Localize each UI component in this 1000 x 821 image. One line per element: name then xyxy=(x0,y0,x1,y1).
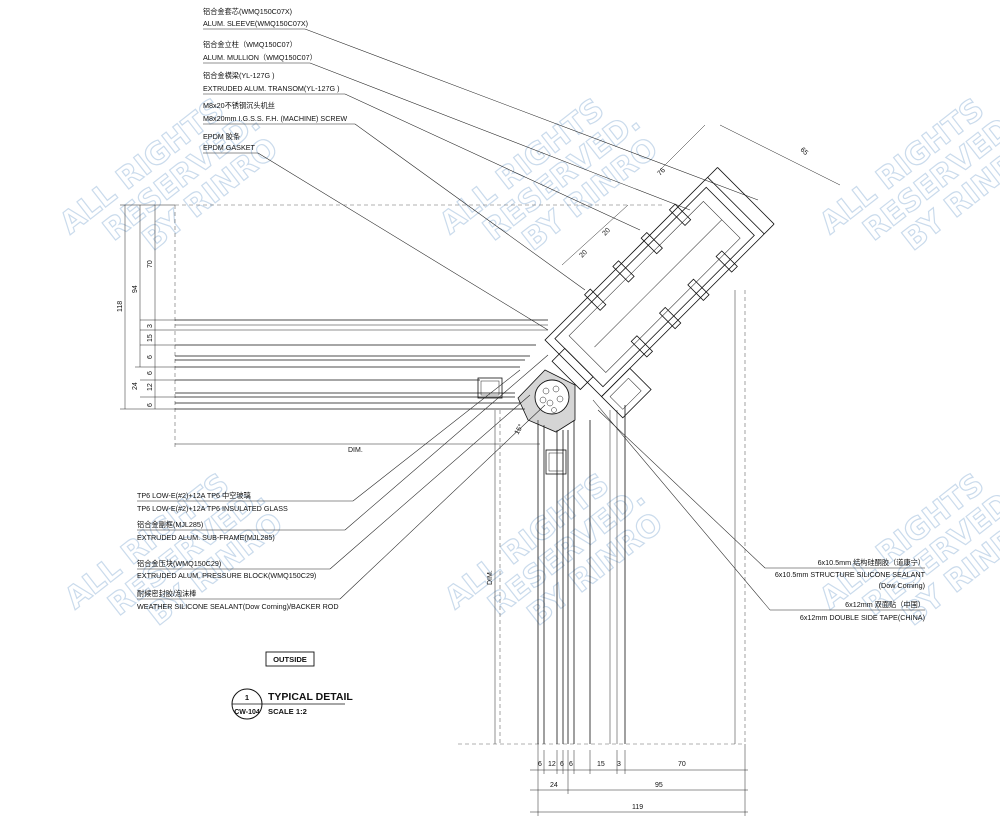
svg-text:ALUM. SLEEVE(WMQ150C07X): ALUM. SLEEVE(WMQ150C07X) xyxy=(203,19,308,28)
svg-text:EXTRUDED ALUM. TRANSOM(YL-127G: EXTRUDED ALUM. TRANSOM(YL-127G ) xyxy=(203,84,339,93)
svg-text:6: 6 xyxy=(147,371,154,375)
svg-text:TYPICAL DETAIL: TYPICAL DETAIL xyxy=(268,691,353,703)
svg-text:TP6 LOW-E(#2)+12A TP6 INSULATE: TP6 LOW-E(#2)+12A TP6 INSULATED GLASS xyxy=(137,504,288,513)
svg-text:3: 3 xyxy=(617,761,621,768)
svg-text:15°: 15° xyxy=(513,423,525,436)
svg-text:6x10.5mm 结构硅酮胶（道康宁）: 6x10.5mm 结构硅酮胶（道康宁） xyxy=(818,558,925,567)
dims-left: 118 94 70 3 15 6 6 12 24 6 xyxy=(117,204,175,410)
svg-text:15: 15 xyxy=(147,334,154,342)
leaders-right xyxy=(592,399,771,611)
svg-text:(Dow Corning): (Dow Corning) xyxy=(879,581,925,590)
detail-tag: 1 CW-104 TYPICAL DETAIL SCALE 1:2 xyxy=(231,688,353,720)
svg-text:6: 6 xyxy=(560,761,564,768)
dim-horizontal: DIM. xyxy=(175,443,540,454)
svg-text:铝合金立柱（WMQ150C07）: 铝合金立柱（WMQ150C07） xyxy=(203,40,297,49)
leaders-left xyxy=(329,354,549,600)
svg-text:95: 95 xyxy=(655,782,663,789)
svg-text:EPDM 胶条: EPDM 胶条 xyxy=(203,132,240,141)
left-glass-wall xyxy=(174,204,665,450)
mullion-section xyxy=(544,167,775,419)
svg-text:SCALE 1:2: SCALE 1:2 xyxy=(268,707,307,716)
callouts-left: TP6 LOW-E(#2)+12A TP6 中空玻璃 TP6 LOW-E(#2)… xyxy=(137,491,353,611)
svg-text:6: 6 xyxy=(538,761,542,768)
svg-text:DIM.: DIM. xyxy=(487,570,494,585)
svg-text:119: 119 xyxy=(632,804,643,811)
svg-text:3: 3 xyxy=(147,324,154,328)
svg-text:15: 15 xyxy=(597,761,605,768)
svg-text:94: 94 xyxy=(132,285,139,293)
leaders-top xyxy=(257,28,759,331)
svg-text:WEATHER SILICONE SEALANT(Dow C: WEATHER SILICONE SEALANT(Dow Corning)/BA… xyxy=(137,602,339,611)
svg-text:6: 6 xyxy=(569,761,573,768)
svg-text:12: 12 xyxy=(147,383,154,391)
outside-label: OUTSIDE xyxy=(265,651,315,667)
callouts-right: 6x10.5mm 结构硅酮胶（道康宁） 6x10.5mm STRUCTURE S… xyxy=(765,558,926,622)
svg-text:70: 70 xyxy=(678,761,686,768)
svg-text:24: 24 xyxy=(550,782,558,789)
svg-text:CW-104: CW-104 xyxy=(234,709,260,716)
svg-text:铝合金套芯(WMQ150C07X): 铝合金套芯(WMQ150C07X) xyxy=(203,7,292,16)
watermark: ALL RIGHTS RESERVED. BY RINRO ALL RIGHTS… xyxy=(53,91,1000,633)
svg-text:118: 118 xyxy=(117,301,124,312)
svg-text:ALUM. MULLION（WMQ150C07）: ALUM. MULLION（WMQ150C07） xyxy=(203,53,317,62)
dims-top: 20 20 76 65 xyxy=(561,124,841,266)
svg-text:6: 6 xyxy=(147,355,154,359)
svg-text:M8x20不锈钢沉头机丝: M8x20不锈钢沉头机丝 xyxy=(203,101,275,110)
svg-text:12: 12 xyxy=(548,761,556,768)
svg-text:铝合金副框(MJL285): 铝合金副框(MJL285) xyxy=(137,520,203,529)
svg-text:DIM.: DIM. xyxy=(348,447,363,454)
dims-bottom: 6 12 6 6 15 3 70 24 95 119 xyxy=(530,744,748,816)
right-glass-wall xyxy=(458,290,746,745)
svg-text:24: 24 xyxy=(132,382,139,390)
svg-text:65: 65 xyxy=(799,146,810,157)
svg-text:6x12mm 双面贴（中国）: 6x12mm 双面贴（中国） xyxy=(845,600,925,609)
svg-text:EXTRUDED ALUM. PRESSURE BLOCK(: EXTRUDED ALUM. PRESSURE BLOCK(WMQ150C29) xyxy=(137,571,316,580)
svg-text:OUTSIDE: OUTSIDE xyxy=(273,655,307,664)
svg-text:TP6 LOW-E(#2)+12A TP6 中空玻璃: TP6 LOW-E(#2)+12A TP6 中空玻璃 xyxy=(137,491,251,500)
svg-text:6x12mm DOUBLE SIDE TAPE(CHINA): 6x12mm DOUBLE SIDE TAPE(CHINA) xyxy=(800,613,925,622)
svg-text:铝合金横梁(YL-127G ): 铝合金横梁(YL-127G ) xyxy=(203,71,275,80)
svg-text:70: 70 xyxy=(147,260,154,268)
callouts-top: 铝合金套芯(WMQ150C07X) ALUM. SLEEVE(WMQ150C07… xyxy=(203,7,355,154)
svg-text:6: 6 xyxy=(147,403,154,407)
svg-text:1: 1 xyxy=(245,693,250,702)
svg-text:EPDM GASKET: EPDM GASKET xyxy=(203,143,256,152)
svg-text:M8x20mm I.G.S.S. F.H. (MACHINE: M8x20mm I.G.S.S. F.H. (MACHINE) SCREW xyxy=(203,114,347,123)
svg-text:6x10.5mm STRUCTURE SILICONE SE: 6x10.5mm STRUCTURE SILICONE SEALANT xyxy=(775,570,926,579)
svg-text:EXTRUDED ALUM. SUB-FRAME(MJL28: EXTRUDED ALUM. SUB-FRAME(MJL285) xyxy=(137,533,275,542)
svg-text:76: 76 xyxy=(656,167,667,178)
svg-text:20: 20 xyxy=(601,227,612,238)
corner-sealant xyxy=(517,369,576,433)
svg-text:20: 20 xyxy=(578,249,589,260)
svg-text:铝合金压块(WMQ150C29): 铝合金压块(WMQ150C29) xyxy=(137,559,221,568)
svg-text:耐候密封胶/泡沫棒: 耐候密封胶/泡沫棒 xyxy=(137,589,197,598)
